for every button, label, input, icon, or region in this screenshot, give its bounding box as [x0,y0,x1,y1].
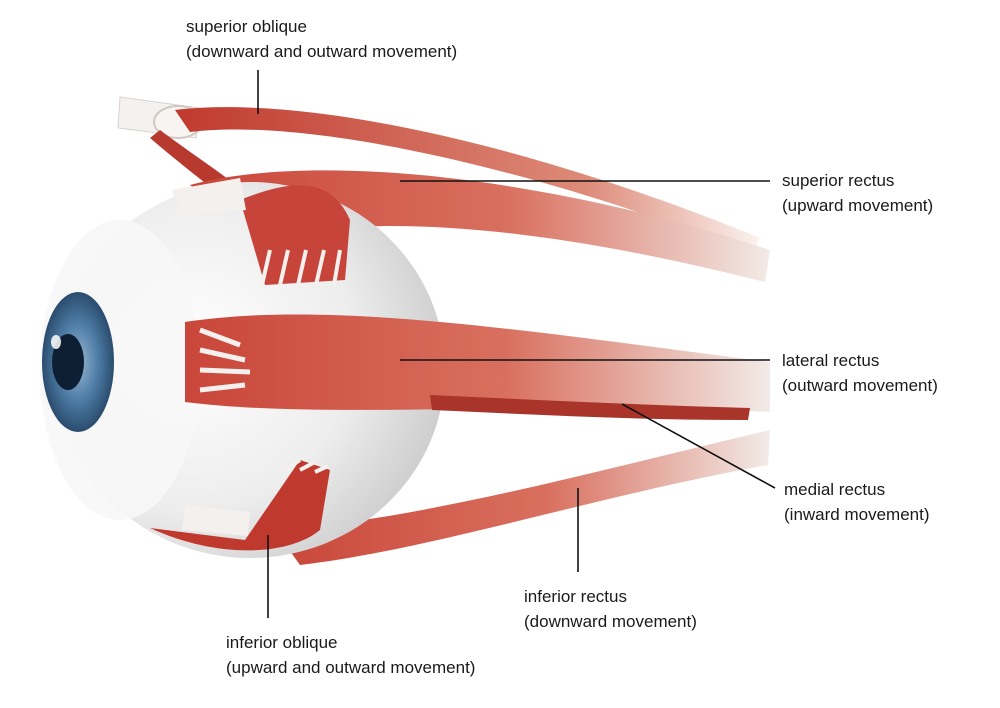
leader-medial-rectus [621,403,776,489]
label-superior-oblique-name: superior oblique [186,17,307,36]
pupil [52,334,84,390]
label-inferior-rectus-name: inferior rectus [524,587,627,606]
label-medial-rectus-action: (inward movement) [784,505,930,524]
label-lateral-rectus: lateral rectus (outward movement) [782,348,938,398]
label-inferior-oblique: inferior oblique (upward and outward mov… [226,630,475,680]
label-inferior-rectus: inferior rectus (downward movement) [524,584,697,634]
leader-lines [257,70,776,618]
label-inferior-rectus-action: (downward movement) [524,612,697,631]
superior-rectus-insertion [172,178,350,286]
label-superior-oblique-action: (downward and outward movement) [186,42,458,61]
medial-rectus-muscle [430,395,750,420]
label-inferior-oblique-name: inferior oblique [226,633,338,652]
label-medial-rectus-name: medial rectus [784,480,886,499]
label-superior-rectus-name: superior rectus [782,171,895,190]
label-superior-rectus-action: (upward movement) [782,196,934,215]
iris [42,292,114,432]
label-superior-oblique: superior oblique (downward and outward m… [186,14,457,64]
label-inferior-oblique-action: (upward and outward movement) [226,658,476,677]
inferior-oblique-muscle [150,458,330,551]
label-medial-rectus: medial rectus (inward movement) [784,477,930,527]
eye-highlight [51,335,61,349]
lateral-rectus-muscle [185,314,770,412]
inferior-rectus-muscle [275,430,770,565]
label-lateral-rectus-name: lateral rectus [782,351,880,370]
label-superior-rectus: superior rectus (upward movement) [782,168,933,218]
label-lateral-rectus-action: (outward movement) [782,376,938,395]
